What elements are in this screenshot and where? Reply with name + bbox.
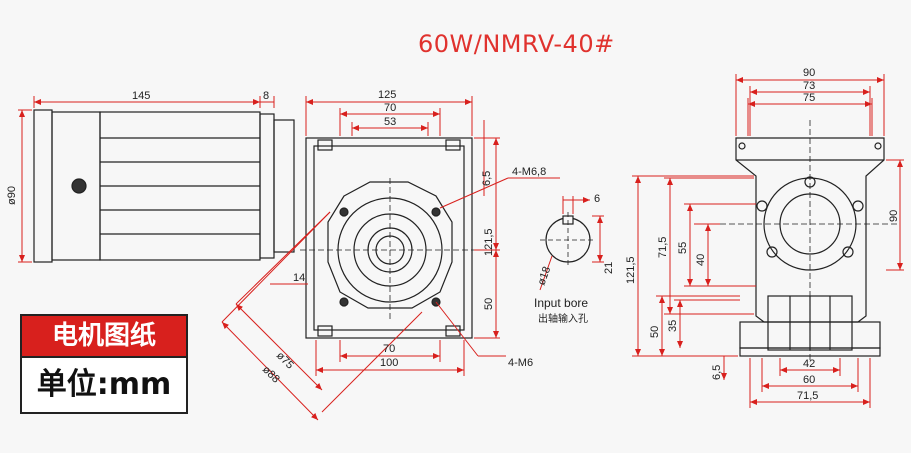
motor-bolt-icon [71, 178, 87, 194]
side-dimensions [632, 74, 904, 408]
dim-right-90-top: 90 [803, 67, 815, 79]
dim-right-55: 55 [677, 242, 689, 254]
dim-bore-18: ø18 [536, 265, 554, 287]
dim-right-35: 35 [667, 320, 679, 332]
input-bore-dimensions [539, 196, 604, 291]
dim-motor-diameter: ø90 [6, 186, 18, 205]
motor-flange [259, 113, 275, 259]
label-hole-top: 4-M6,8 [512, 166, 546, 178]
gearbox-housing [305, 137, 473, 339]
dim-width-100: 100 [380, 357, 398, 369]
dim-right-90-side: 90 [888, 210, 900, 222]
dim-right-73: 73 [803, 80, 815, 92]
badge-unit: 单位:mm [20, 358, 188, 414]
gearbox-dimensions [221, 96, 560, 421]
flange-hole-icon [339, 207, 349, 217]
dim-right-75: 75 [803, 92, 815, 104]
dim-width-53: 53 [384, 116, 396, 128]
dim-diameter-75: ø75 [274, 350, 296, 372]
motor-rear-cap [33, 109, 53, 263]
dim-right-71-5-bottom: 71,5 [797, 390, 818, 402]
dim-flange-gap: 8 [263, 90, 269, 102]
dim-diameter-88: ø88 [260, 364, 282, 386]
gearbox-flange [327, 181, 453, 309]
gearbox-side-view [720, 120, 900, 360]
gearbox-front-view [300, 137, 480, 339]
dim-right-60: 60 [803, 374, 815, 386]
badge-motor-drawing: 电机图纸 [20, 314, 188, 358]
drawing-title: 60W/NMRV-40# [418, 30, 615, 58]
dim-right-71-5: 71,5 [657, 237, 669, 258]
label-input-bore: Input bore [534, 296, 588, 310]
dim-bore-21: 21 [603, 262, 615, 274]
dim-motor-length: 145 [132, 90, 150, 102]
dim-right-40: 40 [695, 254, 707, 266]
dim-width-70-bottom: 70 [383, 343, 395, 355]
dim-height-6-5: 6,5 [481, 171, 493, 186]
dim-right-50: 50 [649, 326, 661, 338]
dim-gearbox-width: 125 [378, 89, 396, 101]
dim-right-42: 42 [803, 358, 815, 370]
dim-width-70-top: 70 [384, 102, 396, 114]
dim-angle-14: 14 [293, 272, 305, 284]
dim-keyway-6: 6 [594, 193, 600, 205]
motor-dimensions [18, 96, 275, 263]
dim-right-121-5: 121,5 [625, 256, 637, 284]
dim-height-121-5: 121,5 [483, 228, 495, 256]
dim-right-6-5: 6,5 [711, 365, 723, 380]
dim-height-50: 50 [483, 298, 495, 310]
label-input-bore-cn: 出轴输入孔 [538, 312, 588, 325]
motor-view [33, 109, 295, 263]
input-bore-view [540, 212, 596, 268]
label-hole-bottom: 4-M6 [508, 357, 533, 369]
